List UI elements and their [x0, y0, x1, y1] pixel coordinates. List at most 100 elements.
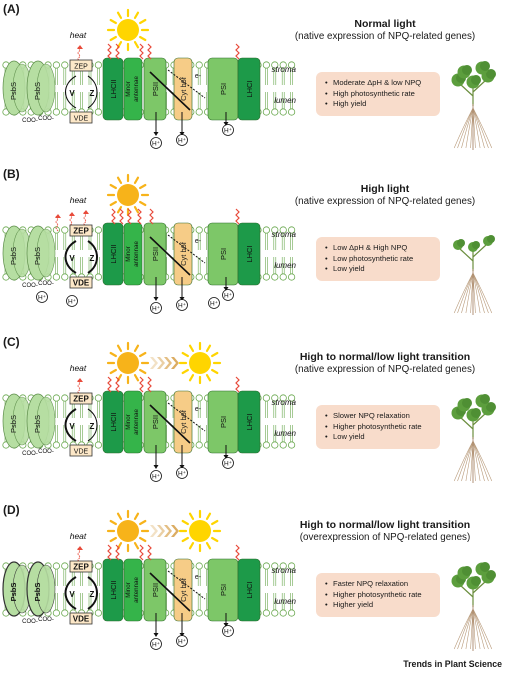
root-icon	[472, 440, 485, 482]
plant-illustration	[453, 235, 495, 315]
chevron-icon	[171, 357, 179, 369]
root-icon	[472, 440, 481, 482]
panel-title: High to normal/low light transition	[299, 519, 471, 531]
coo-label: COO-	[22, 451, 38, 457]
heat-arrow-icon	[77, 45, 83, 63]
svg-text:H⁺: H⁺	[210, 301, 219, 308]
root-icon	[457, 272, 474, 314]
vde-label: VDE	[73, 615, 90, 624]
cycle-arrow-icon	[87, 240, 98, 274]
sun-icon	[106, 173, 150, 217]
root-icon	[472, 608, 493, 650]
outcome-item: Low ΔpH & High NPQ	[325, 243, 434, 254]
lhcii-complex: LHCII	[102, 222, 124, 286]
psbs-label: PsbS	[9, 82, 18, 100]
panel-label: (A)	[3, 2, 20, 16]
cycle-arrow-icon	[87, 576, 98, 610]
sun-high-icon	[106, 509, 150, 553]
root-icon	[465, 107, 474, 149]
proton-marker: H⁺	[150, 638, 162, 650]
root-icon	[472, 107, 493, 149]
psii-complex: PSII	[143, 390, 167, 454]
proton-marker: H⁺	[176, 467, 188, 479]
coo-label: COO-	[22, 619, 38, 625]
stroma-label: stroma	[272, 230, 297, 239]
leaf-icon	[486, 69, 496, 79]
light-icon	[139, 544, 144, 561]
lhcii-complex: LHCII	[102, 57, 124, 121]
panel-title-block: High light(native expression of NPQ-rela…	[270, 183, 500, 208]
svg-text:H⁺: H⁺	[68, 299, 77, 306]
panel-subtitle: (native expression of NPQ-related genes)	[294, 364, 476, 375]
plant-illustration	[451, 61, 496, 150]
chevron-icon	[150, 525, 158, 537]
plant-illustration	[451, 562, 496, 651]
minor-antennae-label: Minor	[125, 582, 132, 597]
chevron-icon	[164, 357, 172, 369]
root-icon	[465, 440, 474, 482]
outcome-box: Low ΔpH & High NPQLow photosynthetic rat…	[316, 237, 440, 281]
lumen-label: lumen	[274, 597, 296, 606]
leaf-icon	[480, 394, 490, 404]
heat-arrow-icon	[77, 546, 83, 564]
cycle-arrow-icon	[64, 408, 77, 442]
proton-marker: H⁺	[176, 299, 188, 311]
panel-title-block: High to normal/low light transition(nati…	[270, 351, 500, 376]
proton-marker: H⁺	[150, 302, 162, 314]
proton-marker: H⁺	[222, 289, 234, 301]
cyt-b6f-label: Cyt b6f	[179, 76, 188, 101]
heat-label: heat	[70, 363, 87, 373]
psii-label: PSII	[151, 82, 160, 96]
outcome-item: Higher photosynthetic rate	[325, 422, 434, 433]
light-icon	[137, 208, 142, 225]
electron-label: e-	[195, 238, 202, 245]
lhcii-label: LHCII	[109, 79, 118, 98]
proton-arrow-icon	[223, 287, 229, 291]
outcome-box: Faster NPQ relaxationHigher photosynthet…	[316, 573, 440, 617]
minor-antennae-label: antennae	[133, 409, 140, 435]
outcome-item: Higher photosynthetic rate	[325, 590, 434, 601]
lumen-label: lumen	[274, 429, 296, 438]
zep-label: ZEP	[73, 227, 89, 236]
root-icon	[472, 272, 493, 314]
leaf-icon	[462, 398, 472, 408]
stroma-label: stroma	[272, 566, 297, 575]
leaf-icon	[472, 241, 480, 249]
svg-text:H⁺: H⁺	[178, 303, 187, 310]
heat-arrow-icon	[77, 378, 83, 396]
chevron-icon	[164, 525, 172, 537]
cyt-b6f-complex: Cyt b6f	[173, 222, 193, 286]
outcome-item: Faster NPQ relaxation	[325, 579, 434, 590]
psi-label: PSI	[219, 584, 228, 596]
proton-marker: H⁺	[176, 635, 188, 647]
outcome-item: Low photosynthetic rate	[325, 254, 434, 265]
v-label: V	[69, 254, 75, 263]
light-icon	[127, 208, 132, 225]
root-icon	[461, 440, 474, 482]
psbs-label: PsbS	[33, 247, 42, 265]
heat-arrow-icon	[83, 210, 89, 228]
root-icon	[457, 107, 474, 149]
leaf-icon	[457, 239, 465, 247]
psii-label: PSII	[151, 583, 160, 597]
chevron-icon	[157, 525, 165, 537]
proton-marker: H⁺	[150, 137, 162, 149]
proton-arrow-icon	[179, 633, 185, 637]
lhcii-label: LHCII	[109, 244, 118, 263]
vde-label: VDE	[74, 449, 89, 456]
heat-label: heat	[70, 195, 87, 205]
cycle-arrow-icon	[87, 75, 98, 109]
psii-complex: PSII	[143, 222, 167, 286]
outcome-item: Higher yield	[325, 600, 434, 611]
panel-title: High to normal/low light transition	[299, 351, 471, 363]
